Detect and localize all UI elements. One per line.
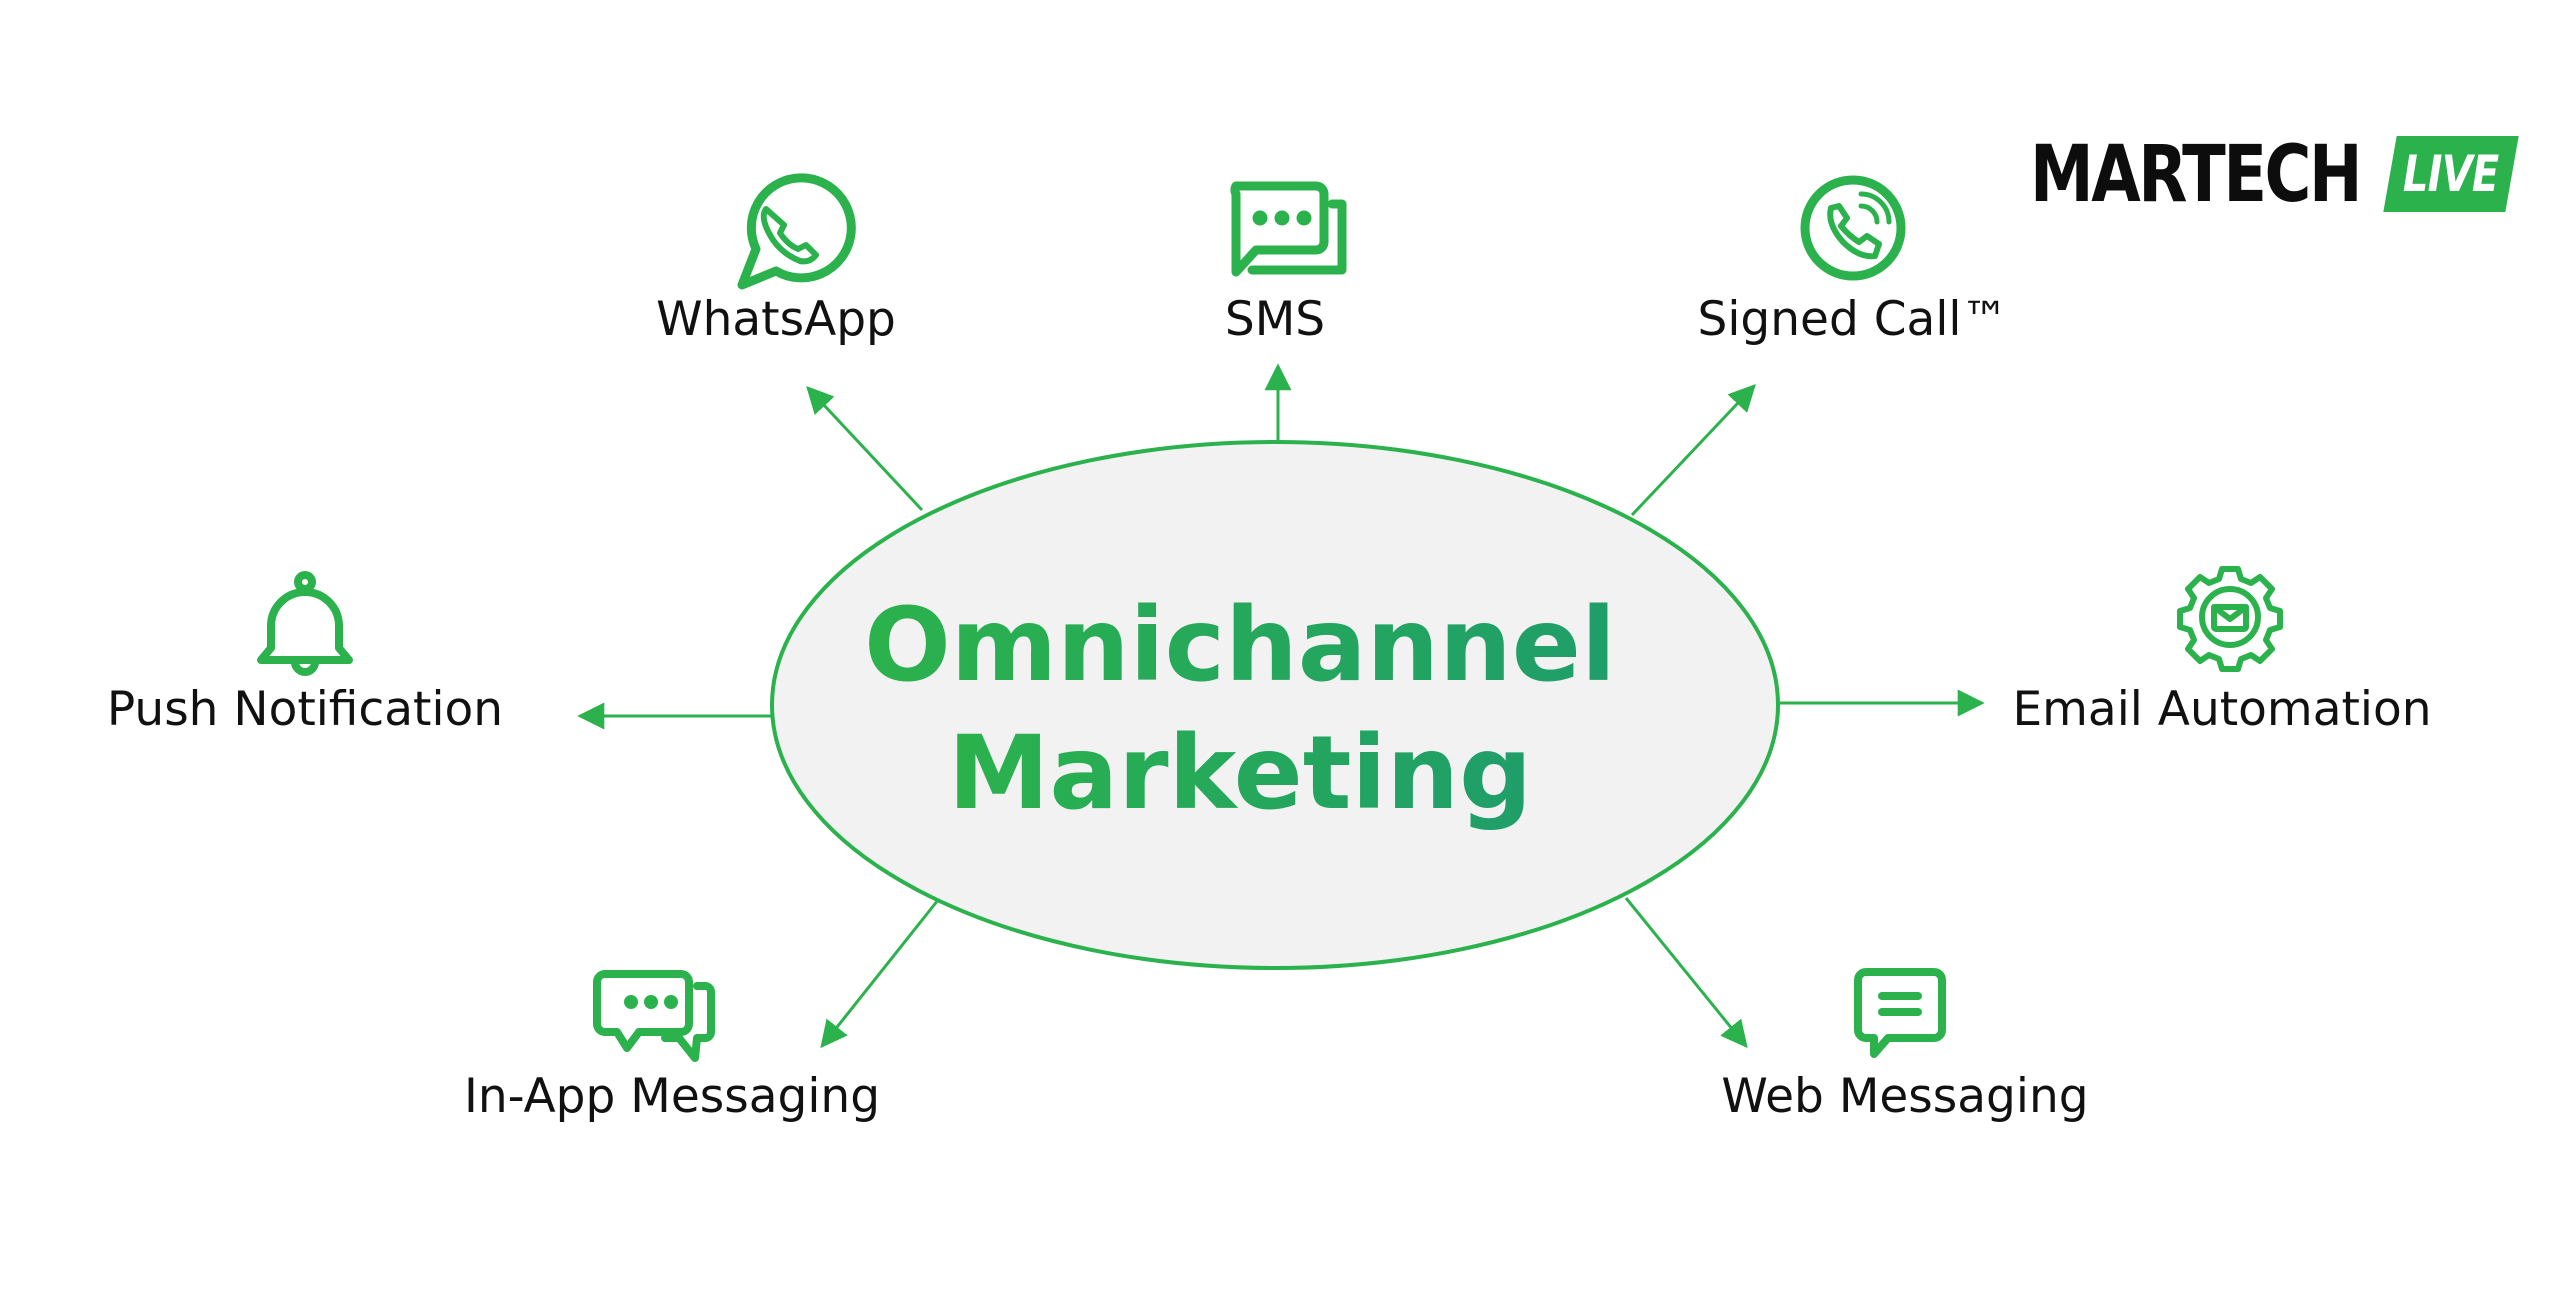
logo-live-badge: LIVE (2383, 136, 2519, 212)
logo-live-text: LIVE (2403, 145, 2499, 203)
bell-icon (257, 571, 353, 676)
arrow-signed-call (1630, 384, 1756, 517)
chat-bubbles-icon (593, 970, 715, 1062)
label-whatsapp: WhatsApp (656, 292, 896, 347)
connector-arrows (577, 363, 1985, 1049)
label-email-automation: Email Automation (2012, 682, 2431, 737)
label-in-app-messaging: In-App Messaging (464, 1069, 880, 1124)
label-push-notification: Push Notification (107, 682, 503, 737)
center-title-line1: Omnichannel (864, 586, 1616, 705)
logo-wordmark: MARTECH (2030, 130, 2363, 220)
martech-live-logo: MARTECH LIVE (2030, 130, 2519, 220)
label-signed-call: Signed Call™ (1698, 292, 2009, 347)
arrow-web-messaging (1624, 897, 1748, 1049)
sms-icon (1230, 181, 1347, 277)
phone-call-icon (1800, 175, 1906, 281)
arrow-whatsapp (806, 386, 924, 512)
label-sms: SMS (1225, 292, 1325, 347)
gear-mail-icon (2177, 566, 2283, 672)
whatsapp-icon (737, 173, 856, 290)
label-web-messaging: Web Messaging (1721, 1069, 2088, 1124)
center-title-line2: Marketing (948, 714, 1532, 833)
arrow-in-app-messaging (820, 899, 940, 1049)
center-ellipse (770, 440, 1780, 970)
message-lines-icon (1854, 968, 1946, 1058)
